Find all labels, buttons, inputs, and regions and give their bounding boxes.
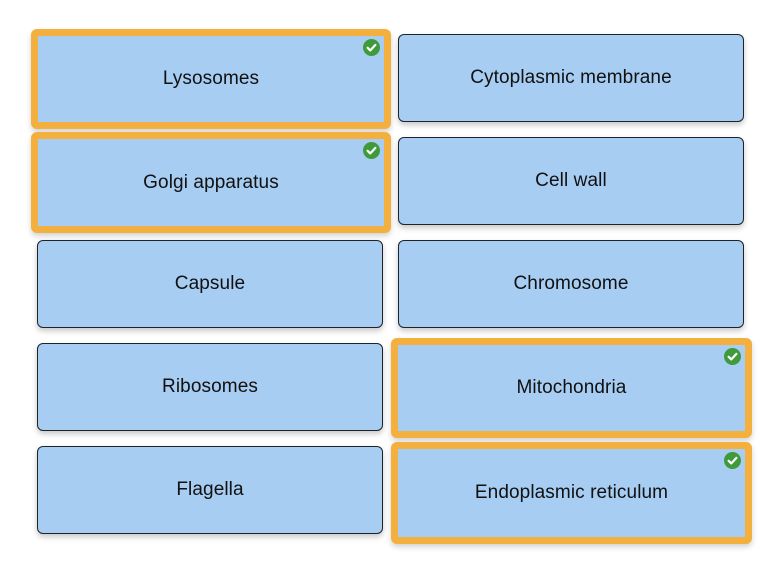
tile-label: Cytoplasmic membrane bbox=[470, 67, 672, 88]
check-circle-icon bbox=[724, 348, 741, 365]
tile-lysosomes[interactable]: Lysosomes bbox=[31, 29, 391, 129]
tile-capsule[interactable]: Capsule bbox=[37, 240, 383, 328]
tile-golgi-apparatus[interactable]: Golgi apparatus bbox=[31, 132, 391, 233]
tile-label: Lysosomes bbox=[162, 68, 260, 89]
tile-cytoplasmic-membrane[interactable]: Cytoplasmic membrane bbox=[398, 34, 744, 122]
tile-cell-wall[interactable]: Cell wall bbox=[398, 137, 744, 225]
tile-mitochondria[interactable]: Mitochondria bbox=[391, 338, 752, 438]
tile-label: Mitochondria bbox=[516, 377, 627, 398]
tile-label: Capsule bbox=[174, 273, 246, 294]
check-circle-icon bbox=[363, 142, 380, 159]
tile-label: Golgi apparatus bbox=[143, 171, 279, 193]
tile-endoplasmic-reticulum[interactable]: Endoplasmic reticulum bbox=[391, 442, 752, 544]
tile-ribosomes[interactable]: Ribosomes bbox=[37, 343, 383, 431]
tile-label: Flagella bbox=[176, 479, 244, 500]
tile-chromosome[interactable]: Chromosome bbox=[398, 240, 744, 328]
check-circle-icon bbox=[724, 452, 741, 469]
tile-label: Endoplasmic reticulum bbox=[474, 482, 669, 503]
tile-label: Chromosome bbox=[513, 273, 629, 294]
tile-label: Ribosomes bbox=[162, 376, 258, 397]
check-circle-icon bbox=[363, 39, 380, 56]
tile-flagella[interactable]: Flagella bbox=[37, 446, 383, 534]
tile-label: Cell wall bbox=[535, 170, 607, 191]
